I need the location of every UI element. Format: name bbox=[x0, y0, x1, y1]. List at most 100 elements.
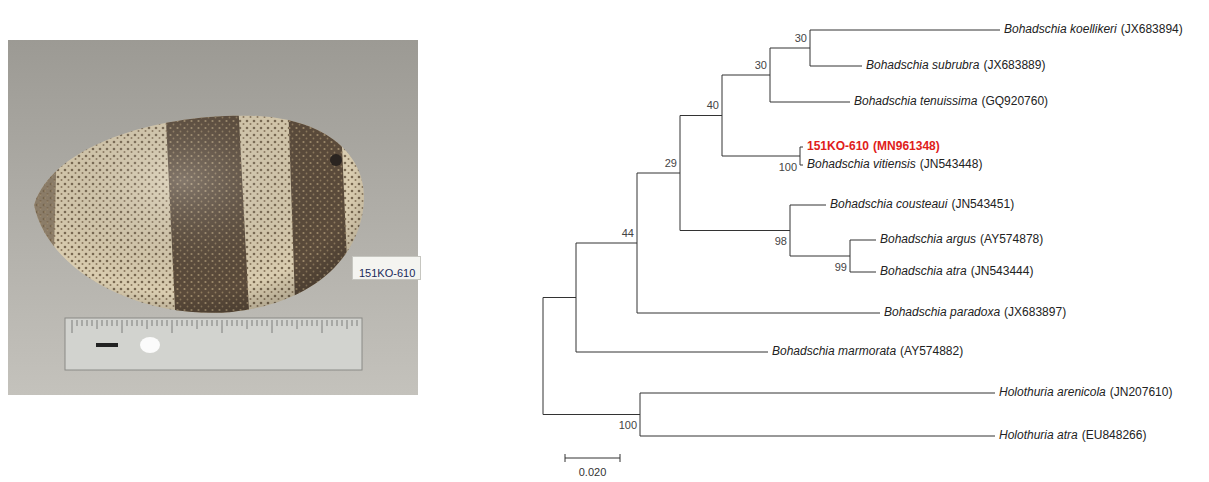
ruler-tick bbox=[112, 320, 113, 326]
ruler-tick bbox=[87, 320, 88, 326]
ruler-tick bbox=[132, 320, 133, 326]
tree-branch bbox=[640, 436, 995, 437]
accession-number: (JN207610) bbox=[1110, 386, 1173, 400]
ruler-tick bbox=[107, 320, 108, 326]
accession-number: (MN961348) bbox=[873, 140, 940, 154]
tree-branch bbox=[576, 243, 637, 244]
ruler-tick bbox=[117, 320, 118, 326]
ruler-ticks bbox=[72, 320, 357, 333]
ruler-tick bbox=[357, 320, 358, 326]
taxon-name: Holothuria arenicola bbox=[999, 386, 1106, 400]
ruler-tick bbox=[262, 320, 263, 326]
tree-branch bbox=[810, 30, 1000, 31]
ruler-tick bbox=[182, 320, 183, 326]
ruler-tick bbox=[212, 320, 213, 326]
ruler-tick bbox=[202, 320, 203, 326]
accession-number: (JN543444) bbox=[971, 265, 1034, 279]
ruler-tick bbox=[237, 320, 238, 326]
ruler-tick bbox=[317, 320, 318, 326]
sea-cucumber-bands bbox=[30, 100, 370, 330]
tree-branch bbox=[637, 313, 880, 314]
taxon-name: Bohadschia cousteaui bbox=[830, 198, 947, 212]
taxon-name: Bohadschia vitiensis bbox=[807, 158, 916, 172]
scale-bar-label: 0.020 bbox=[579, 466, 607, 479]
accession-number: (AY574878) bbox=[980, 233, 1043, 247]
scale-bar bbox=[565, 454, 566, 462]
ruler-tick bbox=[137, 320, 138, 326]
ruler-tick bbox=[327, 320, 328, 326]
ruler-tick bbox=[272, 320, 273, 333]
tree-branch bbox=[576, 352, 768, 353]
ruler-tick bbox=[102, 320, 103, 326]
ruler-tick bbox=[347, 320, 348, 329]
bootstrap-value: 29 bbox=[665, 157, 677, 170]
ruler-mark bbox=[96, 343, 118, 347]
taxon-name: 151KO-610 bbox=[807, 140, 869, 154]
bootstrap-value: 100 bbox=[779, 161, 797, 174]
tree-branch bbox=[543, 297, 576, 298]
ruler-tick bbox=[232, 320, 233, 326]
ruler-tick bbox=[227, 320, 228, 326]
ruler-tick bbox=[197, 320, 198, 329]
ruler-tick bbox=[282, 320, 283, 326]
ruler-tick bbox=[72, 320, 73, 333]
ruler-tick bbox=[162, 320, 163, 326]
bootstrap-value: 40 bbox=[707, 99, 719, 112]
bootstrap-value: 98 bbox=[775, 235, 787, 248]
ruler-tick bbox=[152, 320, 153, 326]
light-glare bbox=[140, 337, 160, 353]
bootstrap-value: 100 bbox=[619, 419, 637, 432]
tree-branch bbox=[722, 75, 770, 76]
tree-branch bbox=[680, 115, 722, 116]
ruler-tick bbox=[322, 320, 323, 333]
taxon-name: Bohadschia paradoxa bbox=[884, 306, 1000, 320]
ruler-tick bbox=[342, 320, 343, 326]
taxon-name: Bohadschia tenuissima bbox=[854, 95, 977, 109]
specimen-label-card: 151KO-610 bbox=[352, 256, 421, 280]
bootstrap-value: 30 bbox=[755, 59, 767, 72]
ruler-tick bbox=[267, 320, 268, 326]
ruler-tick bbox=[297, 320, 298, 329]
ruler-tick bbox=[82, 320, 83, 326]
tree-branch bbox=[680, 230, 790, 231]
bootstrap-value: 30 bbox=[795, 32, 807, 45]
ruler-tick bbox=[277, 320, 278, 326]
ruler-tick bbox=[242, 320, 243, 326]
tree-branch bbox=[790, 205, 826, 206]
accession-number: (JX683889) bbox=[983, 59, 1045, 73]
tree-branch bbox=[850, 272, 876, 273]
tree-branch bbox=[770, 102, 850, 103]
ruler-tick bbox=[247, 320, 248, 329]
taxon-name: Bohadschia atra bbox=[880, 265, 967, 279]
taxon-name: Bohadschia subrubra bbox=[866, 59, 979, 73]
ruler-tick bbox=[77, 320, 78, 326]
taxon-name: Bohadschia koellikeri bbox=[1004, 23, 1117, 37]
ruler-tick bbox=[352, 320, 353, 326]
ruler-tick bbox=[157, 320, 158, 326]
ruler-tick bbox=[307, 320, 308, 326]
ruler-tick bbox=[177, 320, 178, 326]
ruler-tick bbox=[167, 320, 168, 326]
tree-branch bbox=[800, 165, 803, 166]
accession-number: (JN543448) bbox=[920, 158, 983, 172]
ruler-tick bbox=[312, 320, 313, 326]
ruler-tick bbox=[172, 320, 173, 333]
taxon-name: Bohadschia marmorata bbox=[772, 345, 896, 359]
accession-number: (GQ920760) bbox=[981, 95, 1048, 109]
ruler-tick bbox=[207, 320, 208, 326]
ruler-tick bbox=[292, 320, 293, 326]
ruler bbox=[65, 318, 362, 370]
tree-branch bbox=[850, 240, 876, 241]
ruler-tick bbox=[287, 320, 288, 326]
tree-branch bbox=[800, 147, 803, 148]
accession-number: (EU848266) bbox=[1082, 429, 1147, 443]
ruler-tick bbox=[122, 320, 123, 333]
taxon-name: Holothuria atra bbox=[999, 429, 1078, 443]
accession-number: (AY574882) bbox=[900, 345, 963, 359]
tree-branch bbox=[543, 414, 640, 415]
accession-number: (JX683894) bbox=[1121, 23, 1183, 37]
photo-background bbox=[8, 40, 418, 395]
tree-branch bbox=[640, 393, 995, 394]
ruler-tick bbox=[222, 320, 223, 333]
tree-branch bbox=[543, 298, 544, 415]
